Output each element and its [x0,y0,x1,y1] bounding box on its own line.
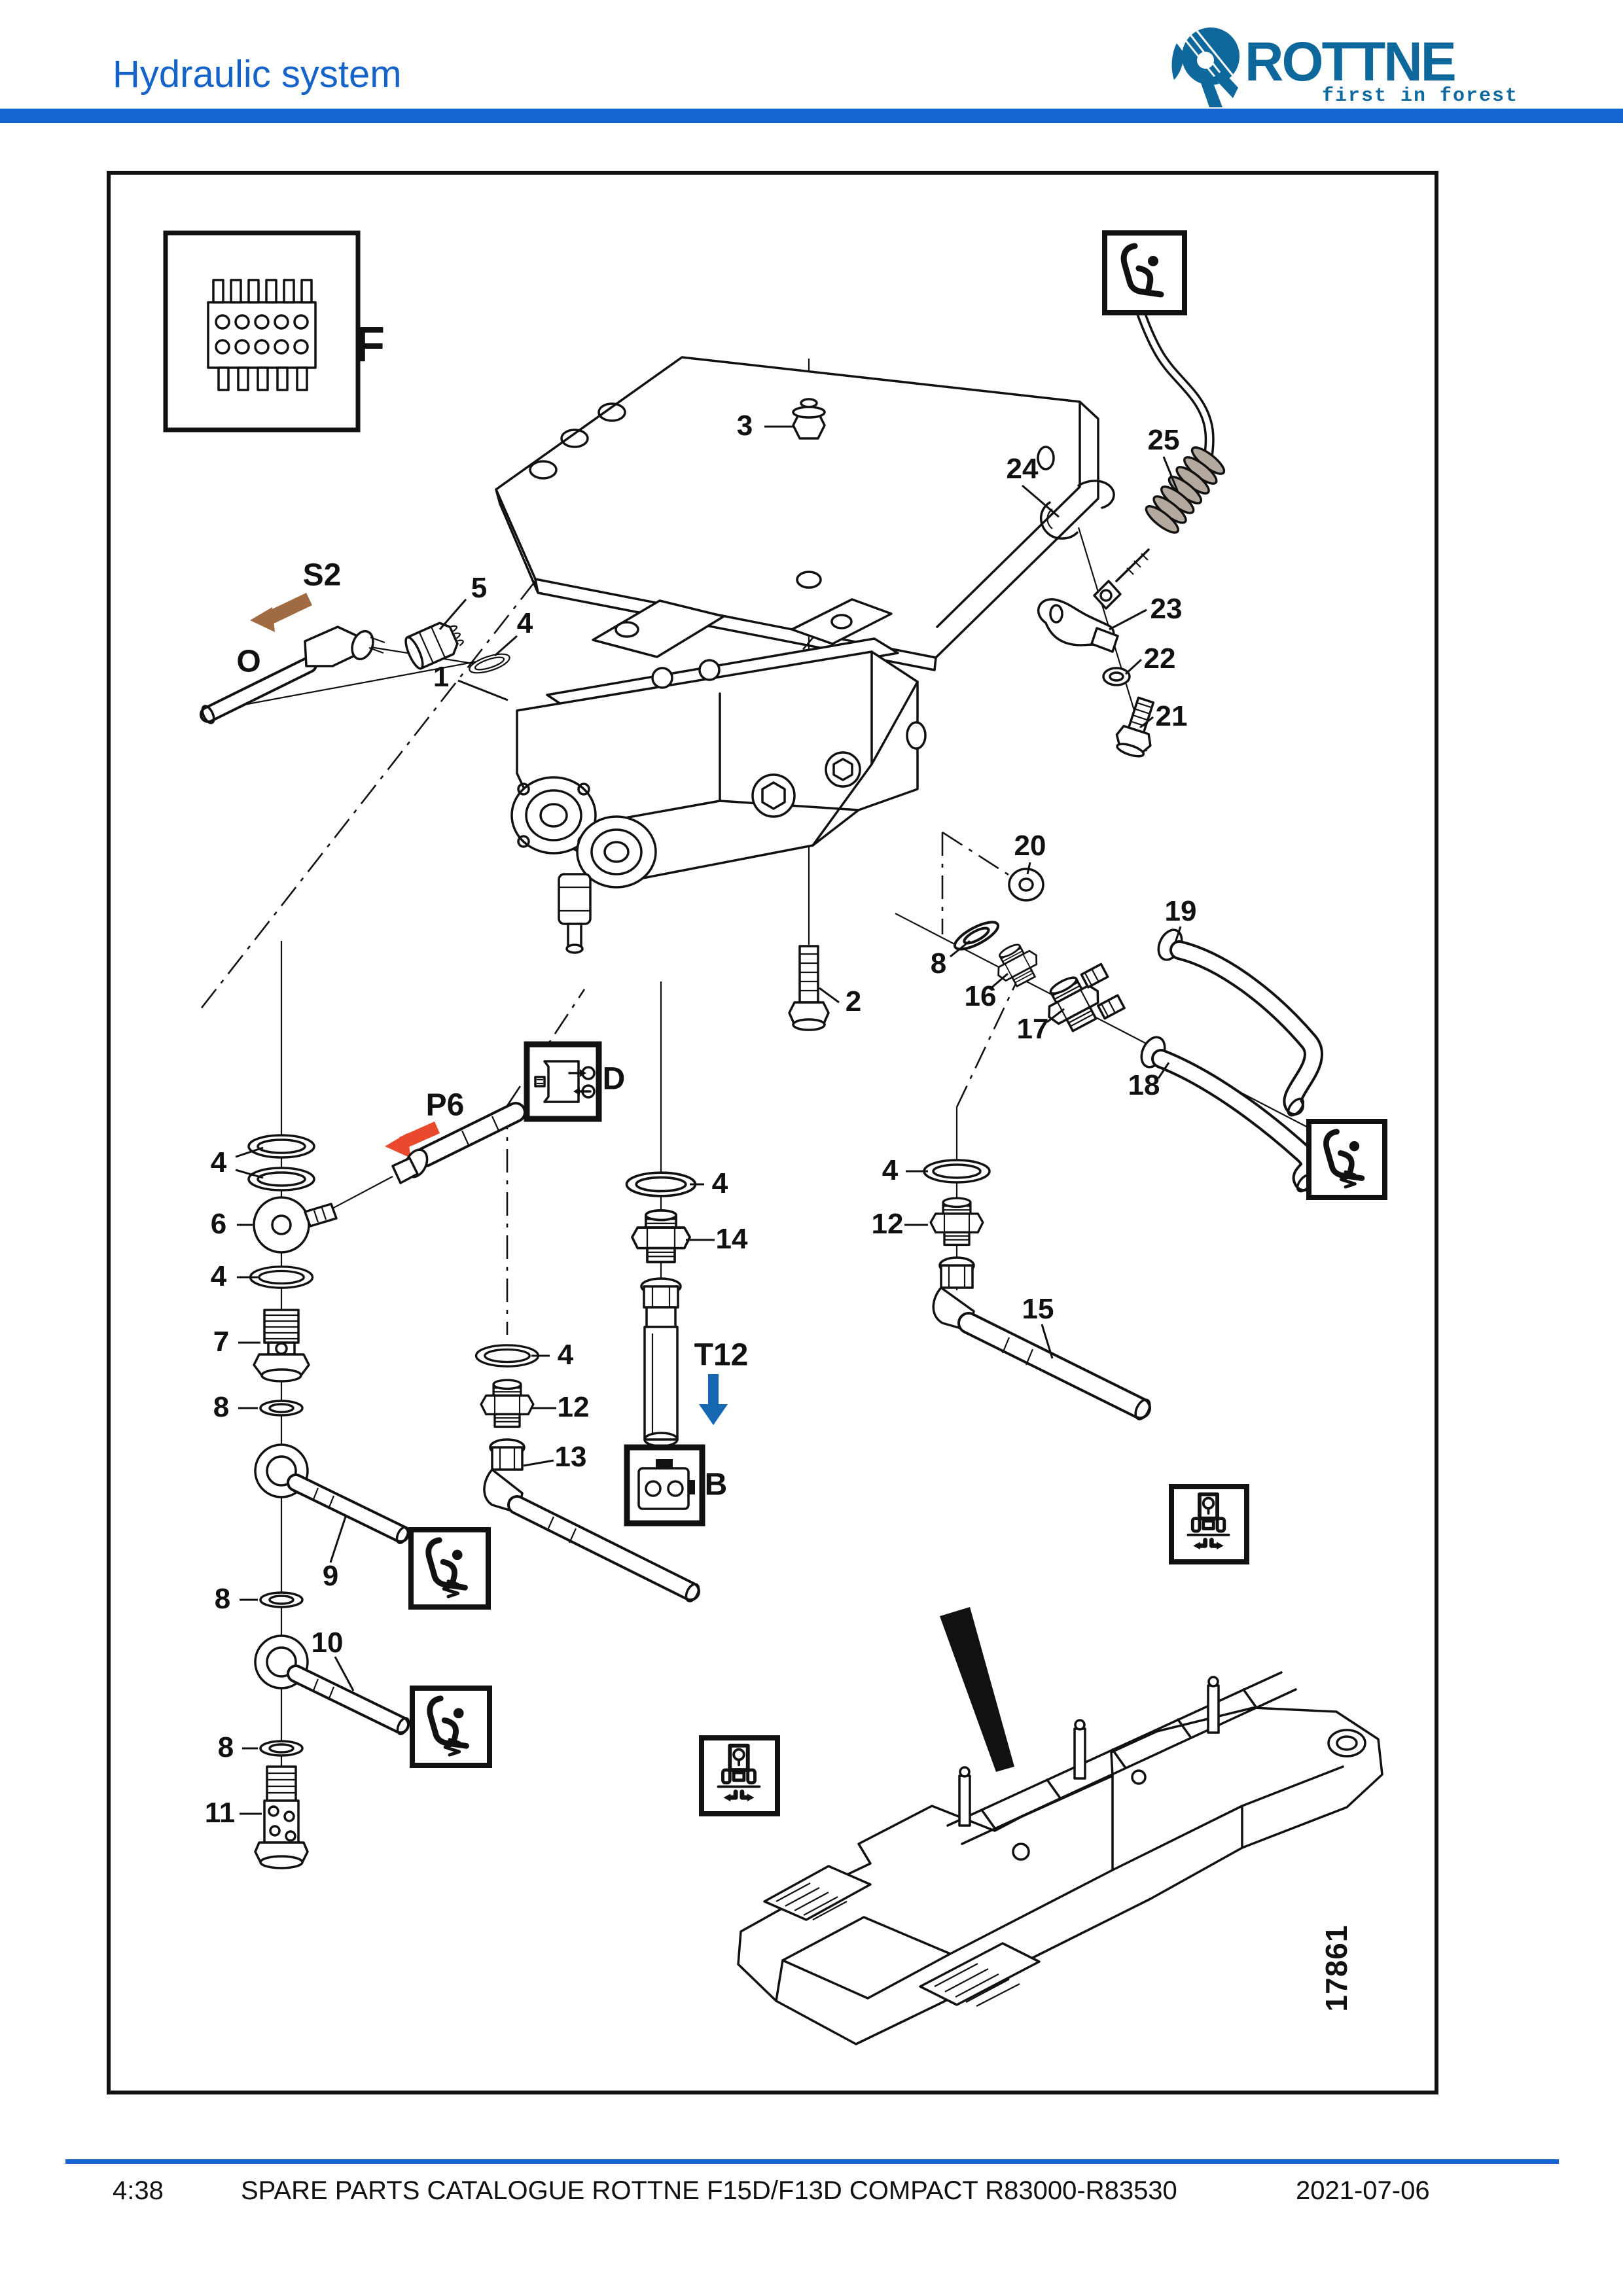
part-callout-19: 19 [1164,895,1197,927]
part-callout-8: 8 [214,1583,231,1615]
pump-ports-icon [524,1041,602,1122]
part-callout-10: 10 [311,1627,344,1659]
control-valve-assembly-part-1 [510,598,927,954]
connector-b-icon [624,1444,705,1527]
connector-f-icon [163,230,361,433]
clamp-part-24 [1040,501,1079,540]
hose-p6 [328,1102,526,1211]
hose-part-19 [1157,928,1323,1117]
part-callout-12: 12 [871,1208,904,1240]
rottne-logo-mark [1171,27,1240,107]
seat-adjust-icon [1102,230,1187,315]
part-callout-p6: P6 [425,1087,465,1123]
part-callout-s2: S2 [302,557,342,593]
page-title: Hydraulic system [113,53,402,96]
bolt-part-2 [788,945,830,1031]
footer-rule [65,2159,1559,2164]
part-callout-8: 8 [217,1731,234,1763]
machine-steering-icon [1169,1484,1249,1564]
part-callout-4: 4 [711,1167,728,1199]
part-callout-2: 2 [845,985,862,1017]
sensor-elbow-s2 [200,593,385,724]
part-callout-4: 4 [210,1146,227,1178]
fitting-part-5 [404,622,464,670]
t12-direction-arrow [699,1374,728,1425]
part-callout-4: 4 [516,607,533,639]
part-callout-1: 1 [433,661,450,693]
banjo-pipe-part-10 [254,1634,410,1735]
location-pointer-arrow [940,1607,1014,1772]
part-callout-6: 6 [210,1208,227,1240]
header-rule [0,109,1623,123]
rottne-logo-text: ROTTNE [1245,31,1457,92]
machine-steering-icon [699,1735,780,1816]
part-callout-o: O [236,644,261,679]
banjo-pipe-part-9 [254,1443,410,1544]
part-callout-b: B [704,1467,728,1502]
part-callout-15: 15 [1022,1293,1054,1325]
part-callout-f: F [354,316,385,372]
middle-column-parts [625,1171,728,1447]
part-callout-5: 5 [471,572,488,604]
part-callout-t12: T12 [694,1337,749,1373]
elbow-pipe-part-13 [483,1438,700,1602]
banjo-ball-part-6 [253,1196,338,1254]
rottne-logo-tagline: first in forest [1321,85,1518,107]
part-callout-16: 16 [964,980,997,1012]
part-callout-23: 23 [1150,593,1183,625]
figure-number: 17861 [1319,1924,1353,2012]
footer-page-time: 4:38 [113,2176,164,2205]
left-column-parts [247,1134,410,1869]
footer-catalogue-title: SPARE PARTS CATALOGUE ROTTNE F15D/F13D C… [241,2176,1177,2205]
machine-chassis [737,1607,1383,2045]
part-callout-7: 7 [213,1326,230,1358]
right-column-parts [923,1159,1151,1421]
part-callout-14: 14 [715,1223,748,1255]
outlet-run [952,868,1323,1193]
part-callout-24: 24 [1006,453,1039,485]
hose-part-18 [1140,1036,1320,1193]
part-callout-17: 17 [1016,1013,1049,1045]
seat-suspension-icon [1306,1119,1387,1200]
grille-panel-2 [919,1942,1041,2007]
grille-panel [763,1865,872,1921]
part-callout-4: 4 [210,1260,227,1292]
plug-part-20 [1008,868,1044,902]
part-callout-18: 18 [1128,1069,1160,1101]
washer-part-22 [1102,667,1131,686]
bolt-part-21 [1115,696,1155,758]
nut-part-3 [792,398,826,440]
valve-part-11 [254,1765,309,1869]
elbow-pipe-part-15 [932,1256,1151,1421]
part-callout-9: 9 [322,1560,339,1592]
hose-t12 [640,1277,682,1447]
banjo-bolt-part-7 [253,1309,310,1383]
part-callout-12: 12 [557,1391,590,1423]
footer-date: 2021-07-06 [1296,2176,1430,2205]
leader-lines [235,425,1182,1815]
part-callout-d: D [602,1061,626,1097]
part-callout-22: 22 [1143,643,1176,675]
spring-part-25 [1145,446,1226,534]
part-callout-3: 3 [736,410,753,442]
seat-suspension-icon [410,1686,492,1768]
part-callout-4: 4 [557,1339,574,1371]
seat-suspension-icon [408,1527,491,1610]
part-callout-20: 20 [1014,830,1046,862]
s2-direction-arrow [264,593,312,626]
part-callout-8: 8 [213,1391,230,1423]
mounting-plate [495,356,1099,671]
mid-left-column-parts [474,1344,700,1602]
part-callout-8: 8 [930,947,947,980]
p6-direction-arrow [399,1122,440,1149]
cable-spring-assembly [1037,309,1226,758]
part-callout-25: 25 [1147,424,1180,456]
part-callout-21: 21 [1155,700,1188,732]
part-callout-11: 11 [204,1797,236,1829]
part-callout-4: 4 [882,1154,899,1186]
part-callout-13: 13 [554,1441,587,1473]
